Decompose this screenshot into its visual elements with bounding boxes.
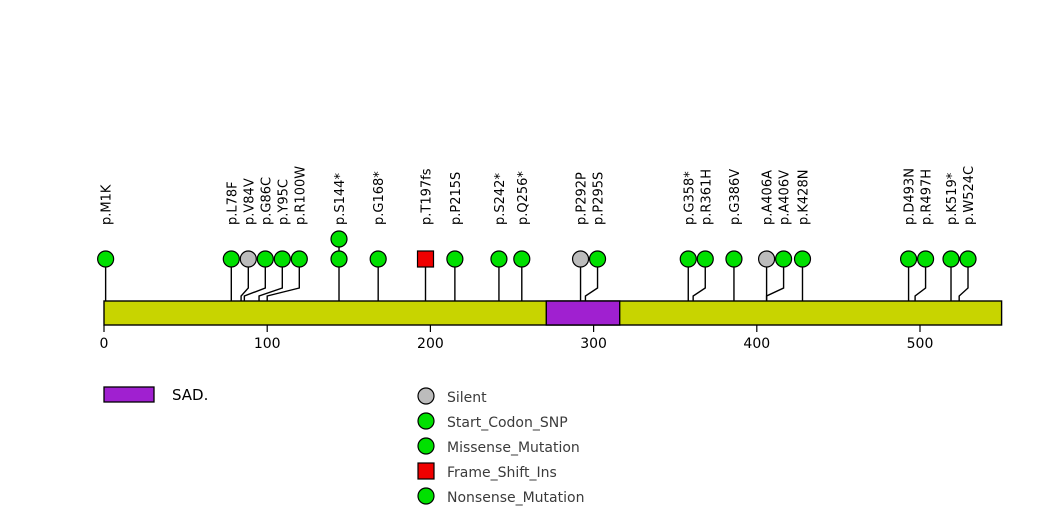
marker-p.G358*[interactable] [679,250,697,268]
stem-p.A406V [765,251,785,301]
mutation-label-p.W524C: p.W524C [962,166,977,225]
lollipop-stems [104,231,969,301]
marker-p.G386V[interactable] [725,250,743,268]
domain-legend-label-0: SAD. [172,386,208,404]
marker-p.A406V[interactable] [774,250,793,268]
mutation-label-p.T197fs: p.T197fs [420,168,435,225]
stem-p.P295S [584,251,599,301]
stem-p.W524C [958,251,969,301]
legend-label-Start_Codon_SNP: Start_Codon_SNP [447,415,568,431]
axis-tick-label-100: 100 [254,336,281,352]
legend-label-Missense_Mutation: Missense_Mutation [447,440,580,456]
stem-p.R497H [914,251,927,301]
stem-p.V84V [240,251,249,301]
domain-legend-swatch-0 [103,386,155,403]
mutation-label-p.M1K: p.M1K [100,184,115,225]
marker-p.P215S[interactable] [446,250,464,268]
marker-p.P292P[interactable] [571,250,590,268]
marker-p.S144*[interactable] [330,230,348,248]
mutation-label-p.P292P: p.P292P [575,172,590,225]
axis-tick-label-400: 400 [743,336,770,352]
axis-tick-label-200: 200 [417,336,444,352]
mutation-label-p.S144*: p.S144* [333,173,348,225]
mutation-label-p.G86C: p.G86C [259,177,274,225]
domain-blocks [545,300,621,326]
mutation-label-p.P295S: p.P295S [592,172,607,225]
stem-p.Y95C [258,251,283,301]
axis-tick-label-500: 500 [907,336,934,352]
marker-p.R497H[interactable] [916,250,935,268]
stem-p.R361H [692,251,706,301]
marker-p.S242*[interactable] [490,250,508,268]
legend-label-Silent: Silent [447,390,487,406]
legend-label-Frame_Shift_Ins: Frame_Shift_Ins [447,465,557,481]
legend-swatch-Nonsense_Mutation [417,487,435,505]
mutation-label-p.R100W: p.R100W [293,166,308,225]
lollipop-markers[interactable] [97,230,977,268]
marker-p.K428N[interactable] [793,250,812,268]
mutation-label-p.V84V: p.V84V [242,178,257,225]
marker-p.W524C[interactable] [959,250,977,268]
mutation-label-p.G168*: p.G168* [372,171,387,225]
marker-p.T197fs[interactable] [416,250,435,268]
marker-p.L78F[interactable] [222,250,240,268]
mutation-label-p.S242*: p.S242* [493,173,508,225]
marker-p.P295S[interactable] [588,250,607,268]
marker-p.D493N[interactable] [899,250,918,268]
axis-tick-label-0: 0 [100,336,109,352]
domain-block-0[interactable] [545,300,621,326]
legend-swatch-Missense_Mutation [417,437,435,455]
mutation-label-p.A406A: p.A406A [761,170,776,225]
marker-p.V84V[interactable] [239,250,257,268]
mutation-label-p.R497H: p.R497H [920,169,935,225]
mutation-label-p.P215S: p.P215S [449,172,464,225]
marker-p.S144*[interactable] [330,250,348,268]
marker-p.Y95C[interactable] [273,250,291,268]
marker-p.Q256*[interactable] [513,250,531,268]
mutation-label-p.G358*: p.G358* [682,171,697,225]
marker-p.R361H[interactable] [696,250,714,268]
mutation-label-p.K519*: p.K519* [945,172,960,225]
stem-p.G86C [243,251,266,301]
domain-legend: SAD. [103,386,208,404]
marker-p.R100W[interactable] [290,250,308,268]
legend-label-Nonsense_Mutation: Nonsense_Mutation [447,490,584,506]
marker-p.G168*[interactable] [369,250,387,268]
axis-tick-label-300: 300 [580,336,607,352]
mutation-label-p.D493N: p.D493N [903,168,918,225]
mutation-label-p.G386V: p.G386V [728,169,743,225]
legend-swatch-Silent [417,387,435,405]
mutation-label-p.Q256*: p.Q256* [516,171,531,225]
mutation-label-p.K428N: p.K428N [796,170,811,225]
position-axis: 0 100 200 300 400 500 [100,325,934,352]
mutation-label-p.L78F: p.L78F [225,181,240,225]
mutation-label-p.Y95C: p.Y95C [276,179,291,225]
marker-p.G86C[interactable] [256,250,274,268]
mutation-label-p.R361H: p.R361H [699,169,714,225]
mutation-label-p.A406V: p.A406V [778,170,793,225]
stem-p.R100W [266,251,300,301]
marker-p.M1K[interactable] [97,250,115,268]
legend-swatch-Frame_Shift_Ins [417,462,435,480]
marker-p.A406A[interactable] [757,250,776,268]
marker-p.K519*[interactable] [942,250,960,268]
legend-swatch-Start_Codon_SNP [417,412,435,430]
